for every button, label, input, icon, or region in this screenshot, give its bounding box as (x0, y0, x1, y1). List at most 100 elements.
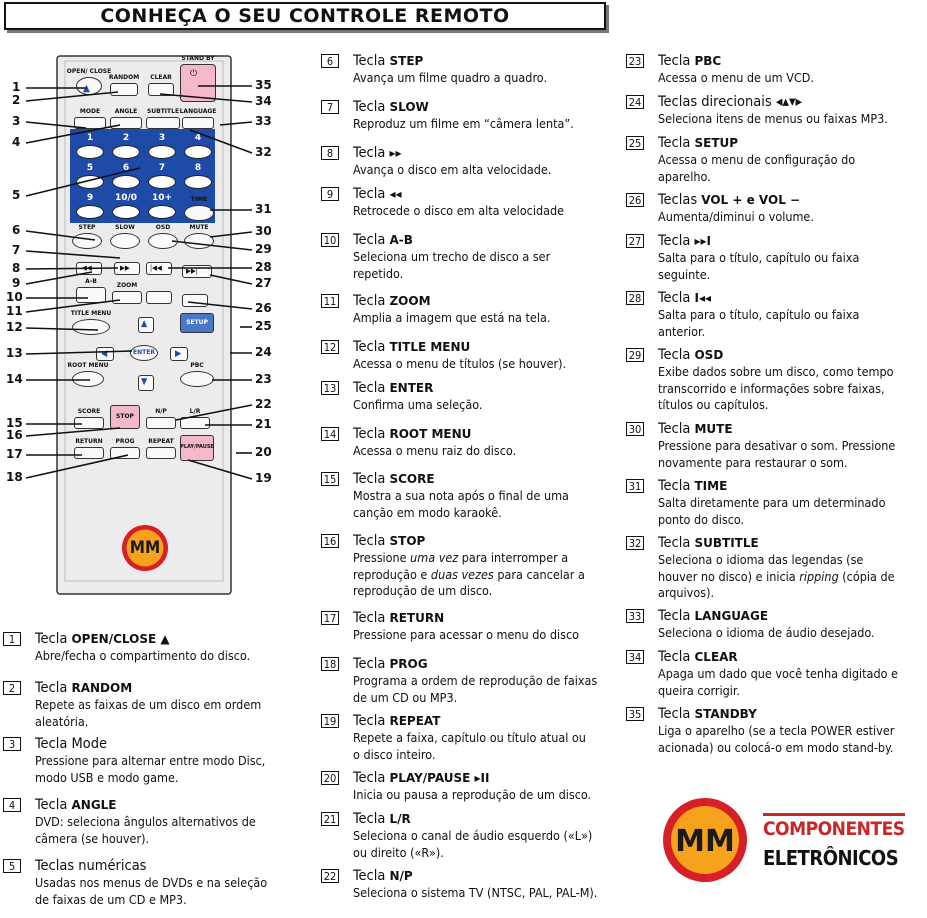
number-button-n7-label: 7 (158, 163, 166, 173)
time-button[interactable] (184, 205, 214, 221)
repeat-button[interactable] (146, 447, 176, 459)
mode-button[interactable] (74, 117, 106, 129)
root-menu-button[interactable] (72, 371, 104, 387)
key-item-description-line: Seleciona um trecho de disco a ser (353, 249, 551, 264)
lr-button[interactable] (180, 417, 210, 429)
zoom-button[interactable] (112, 291, 142, 304)
key-item-key-name: ◂◂ (389, 187, 402, 201)
osd-button[interactable] (148, 233, 178, 249)
vol-minus-button[interactable] (146, 291, 172, 304)
up-arrow-button[interactable] (138, 317, 154, 333)
key-item-description-line: câmera (se houver). (35, 830, 150, 846)
clear-button-label: CLEAR (150, 74, 172, 81)
key-item-title: Tecla A-B (353, 232, 550, 249)
key-item-description-line: Reproduz um filme em “câmera lenta”. (353, 116, 574, 131)
title-menu-button[interactable] (72, 319, 110, 335)
key-item-key-name: ENTER (389, 381, 434, 395)
slow-button[interactable] (110, 233, 140, 249)
ab-button[interactable] (76, 287, 106, 303)
key-item-title-text: Tecla (353, 426, 386, 442)
key-item-title: Tecla SUBTITLE (658, 535, 895, 552)
key-item-key-name: OPEN/CLOSE ▲ (71, 632, 170, 646)
key-item-number: 26 (626, 193, 644, 207)
number-button-n6-label: 6 (122, 163, 130, 173)
key-item-title-text: Tecla (353, 610, 386, 626)
vol-plus-button[interactable] (182, 294, 208, 307)
callout-number-left: 10 (6, 290, 23, 304)
right-arrow-icon: ▶ (175, 349, 182, 359)
mute-button[interactable] (184, 233, 214, 249)
number-button-n3[interactable] (148, 145, 176, 159)
callout-number-left: 15 (6, 416, 23, 430)
callout-number-left: 5 (12, 188, 21, 202)
key-item-title: Tecla RETURN (353, 610, 579, 627)
play-pause-button[interactable] (180, 435, 214, 461)
callout-number-right: 32 (255, 145, 272, 159)
key-item-number: 14 (321, 427, 339, 441)
key-item-title-text: Tecla (353, 380, 386, 396)
pbc-button[interactable] (180, 371, 214, 387)
callout-number-left: 7 (12, 243, 21, 257)
stop-button[interactable] (110, 405, 140, 429)
np-button[interactable] (146, 417, 176, 429)
number-button-n9[interactable] (76, 205, 104, 219)
key-item-title: Tecla ▸▸ (353, 145, 551, 162)
key-item-key-name: TITLE MENU (389, 340, 471, 354)
callout-number-left: 3 (12, 114, 21, 128)
number-button-n2[interactable] (112, 145, 140, 159)
return-button[interactable] (74, 447, 104, 459)
callout-number-right: 25 (255, 319, 272, 333)
angle-button[interactable] (110, 117, 142, 129)
random-button[interactable] (110, 83, 138, 96)
return-button-label: RETURN (75, 438, 103, 445)
key-item-title: Tecla Mode (35, 736, 265, 753)
callout-number-left: 8 (12, 261, 21, 275)
number-button-n10p[interactable] (148, 205, 176, 219)
subtitle-button[interactable] (146, 117, 180, 129)
brand-line-2: ELETRÔNICOS (763, 846, 899, 870)
number-button-n4[interactable] (184, 145, 212, 159)
key-item-description-line: Seleciona itens de menus ou faixas MP3. (658, 111, 888, 126)
title-menu-button-label: TITLE MENU (70, 310, 112, 317)
callout-number-right: 27 (255, 276, 272, 290)
key-item-description-line: Seleciona o sistema TV (NTSC, PAL, PAL-M… (353, 885, 598, 900)
osd-button-label: OSD (155, 224, 171, 231)
callout-number-right: 35 (255, 78, 272, 92)
key-item-description-line: de um CD ou MP3. (353, 689, 458, 705)
number-button-n7[interactable] (148, 175, 176, 189)
setup-button[interactable] (180, 313, 214, 333)
key-item-number: 32 (626, 536, 644, 550)
number-button-n1[interactable] (76, 145, 104, 159)
number-button-n10[interactable] (112, 205, 140, 219)
key-item-key-name: LANGUAGE (694, 609, 769, 623)
number-button-n5[interactable] (76, 175, 104, 189)
right-arrow-button[interactable] (170, 347, 188, 361)
callout-number-left: 6 (12, 223, 21, 237)
clear-button[interactable] (148, 83, 174, 96)
standby-button[interactable] (180, 64, 216, 102)
key-item-title: Tecla ANGLE (35, 797, 256, 814)
step-button[interactable] (72, 233, 102, 249)
number-button-n6[interactable] (112, 175, 140, 189)
language-button[interactable] (182, 117, 214, 129)
key-item-title: Tecla ENTER (353, 380, 482, 397)
key-item-title-text: Tecla (658, 478, 691, 494)
down-arrow-button[interactable] (138, 375, 154, 391)
prog-button[interactable] (110, 447, 140, 459)
number-button-n8[interactable] (184, 175, 212, 189)
key-item-number: 20 (321, 771, 339, 785)
score-button[interactable] (74, 417, 104, 429)
key-item-title: Tecla ZOOM (353, 293, 550, 310)
